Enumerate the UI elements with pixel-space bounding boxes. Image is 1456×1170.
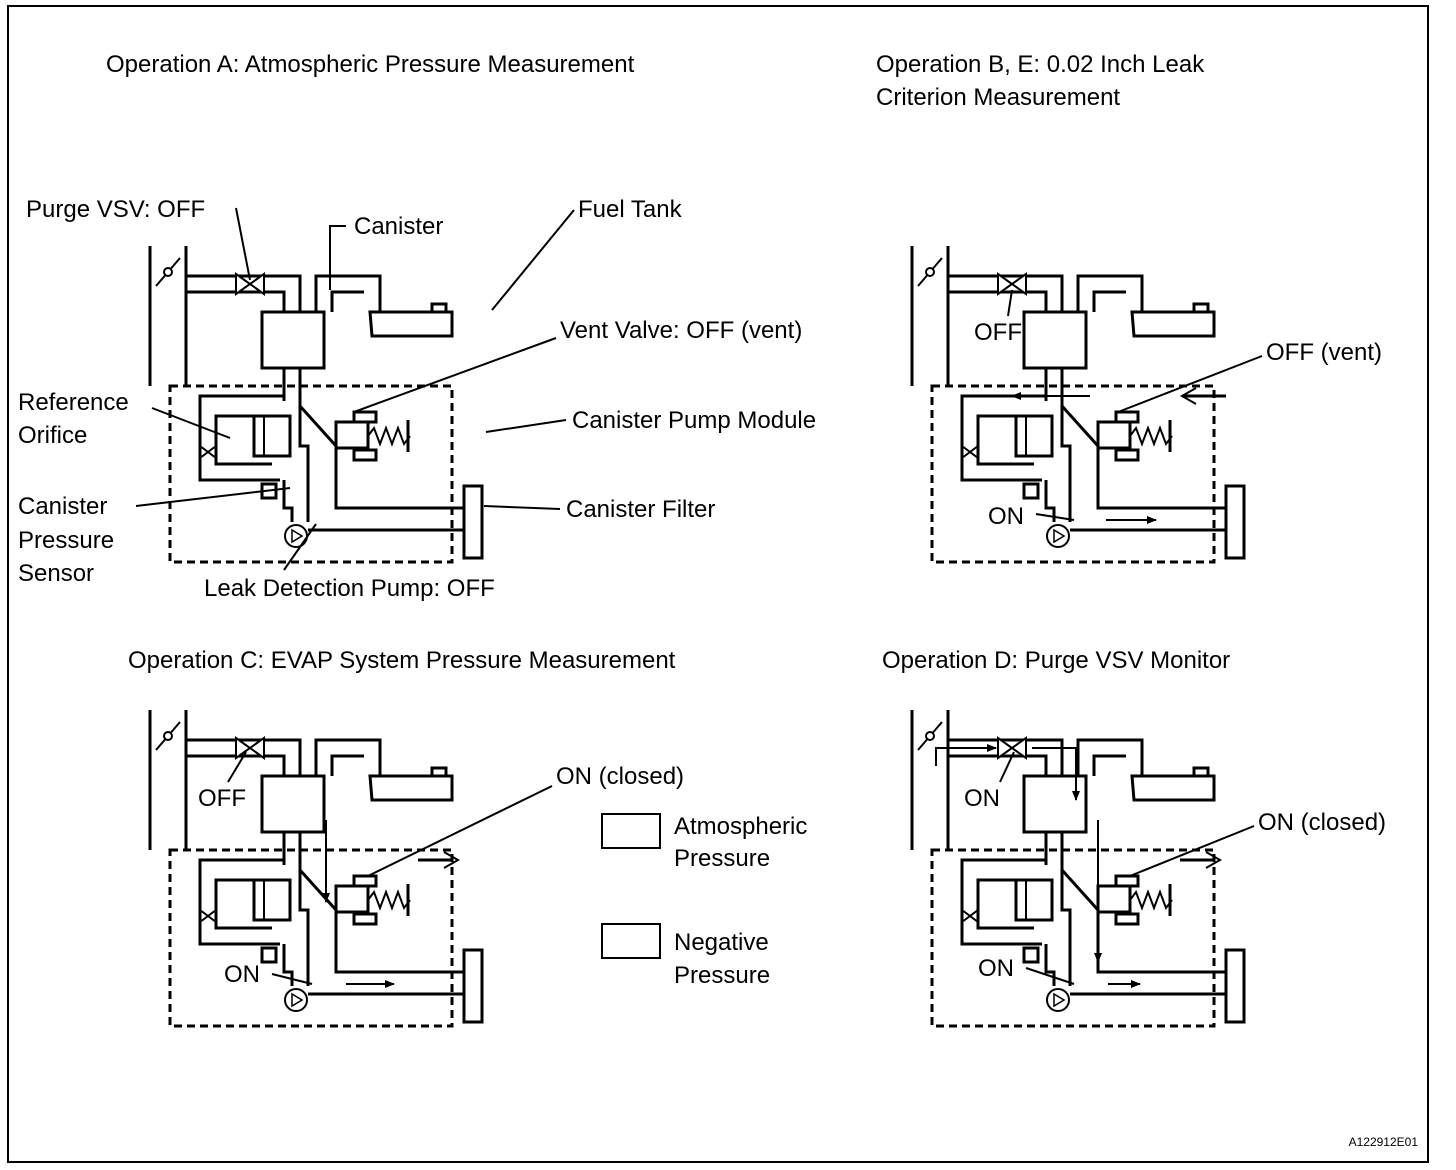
legend-negative-1: Negative — [674, 929, 769, 956]
operation-b-title-line1: Operation B, E: 0.02 Inch Leak — [876, 51, 1205, 78]
label-reference-orifice-2: Orifice — [18, 422, 87, 449]
label-b-purge-vsv: OFF — [974, 319, 1022, 346]
legend-atmospheric-2: Pressure — [674, 845, 770, 872]
operation-c: Operation C: EVAP System Pressure Measur… — [128, 647, 684, 1028]
label-canister-filter: Canister Filter — [566, 496, 715, 523]
label-canister-pressure-sensor-3: Sensor — [18, 560, 94, 587]
operation-a-title: Operation A: Atmospheric Pressure Measur… — [106, 51, 635, 78]
label-fuel-tank: Fuel Tank — [578, 196, 683, 223]
label-d-pump: ON — [978, 955, 1014, 982]
label-b-vent-valve: OFF (vent) — [1266, 339, 1382, 366]
operation-d: Operation D: Purge VSV Monitor ON ON (cl… — [882, 647, 1386, 1028]
operation-d-schematic — [910, 708, 1246, 1028]
operation-a-schematic — [148, 244, 484, 564]
label-purge-vsv: Purge VSV: OFF — [26, 196, 205, 223]
operation-b: Operation B, E: 0.02 Inch Leak Criterion… — [876, 51, 1382, 564]
operation-b-title-line2: Criterion Measurement — [876, 84, 1120, 111]
operation-c-schematic — [148, 708, 484, 1028]
legend-swatch-atmospheric — [601, 813, 661, 849]
label-leak-detection-pump: Leak Detection Pump: OFF — [204, 575, 495, 602]
operation-d-title: Operation D: Purge VSV Monitor — [882, 647, 1230, 674]
label-canister: Canister — [354, 213, 443, 240]
label-b-pump: ON — [988, 503, 1024, 530]
legend-negative-2: Pressure — [674, 962, 770, 989]
legend-atmospheric-1: Atmospheric — [674, 813, 807, 840]
legend-swatch-negative — [601, 923, 661, 959]
label-vent-valve: Vent Valve: OFF (vent) — [560, 317, 802, 344]
label-canister-pump-module: Canister Pump Module — [572, 407, 816, 434]
legend: Atmospheric Pressure Negative Pressure — [601, 813, 807, 989]
label-canister-pressure-sensor-2: Pressure — [18, 527, 114, 554]
operation-a: Operation A: Atmospheric Pressure Measur… — [18, 51, 816, 602]
label-d-purge-vsv: ON — [964, 785, 1000, 812]
operation-c-title: Operation C: EVAP System Pressure Measur… — [128, 647, 676, 674]
label-d-vent-valve: ON (closed) — [1258, 809, 1386, 836]
label-canister-pressure-sensor-1: Canister — [18, 493, 107, 520]
label-c-purge-vsv: OFF — [198, 785, 246, 812]
label-c-pump: ON — [224, 961, 260, 988]
label-reference-orifice-1: Reference — [18, 389, 129, 416]
figure-code: A122912E01 — [1349, 1135, 1419, 1149]
outer-border — [7, 5, 1429, 1163]
label-c-vent-valve: ON (closed) — [556, 763, 684, 790]
